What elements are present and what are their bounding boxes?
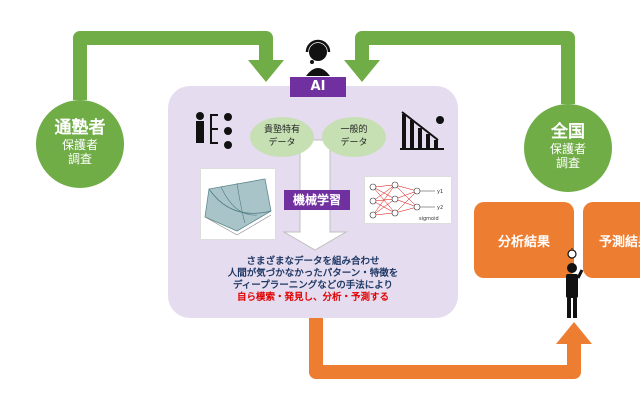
neural-network-image: y1 y2 sigmoid	[364, 176, 452, 224]
prediction-result-box: 予測結果	[583, 202, 640, 278]
description-line3: ディープラーニングなどの手法により	[232, 280, 394, 291]
right-circle-line1: 保護者	[549, 142, 586, 156]
nn-label-y1: y1	[437, 189, 443, 195]
org-chart-icon	[196, 112, 232, 149]
left-circle-title: 通塾者	[54, 118, 106, 138]
right-circle-line2: 調査	[555, 156, 580, 170]
person-lightbulb-icon	[566, 248, 584, 318]
description-text: さまざまなデータを組み合わせ 人間が気づかなかったパターン・特徴を ディープラー…	[175, 256, 451, 304]
declining-chart-icon	[400, 111, 444, 150]
specific-data-line2: データ	[268, 138, 296, 148]
description-line1: さまざまなデータを組み合わせ	[246, 256, 380, 267]
specific-data-pill: 貴塾特有 データ	[250, 117, 314, 157]
orange-arrow	[309, 318, 581, 379]
parent-survey-circle-left: 通塾者 保護者 調査	[36, 100, 124, 188]
green-arrowhead-left	[248, 60, 284, 82]
description-line2: 人間が気づかなかったパターン・特徴を	[227, 268, 399, 279]
specific-data-line1: 貴塾特有	[263, 125, 300, 135]
left-circle-line2: 調査	[67, 152, 92, 166]
green-arrowhead-right	[344, 60, 380, 82]
green-arrow-right	[355, 31, 575, 104]
nn-label-sigmoid: sigmoid	[419, 216, 439, 222]
orange-arrowhead	[556, 322, 592, 344]
national-survey-circle-right: 全国 保護者 調査	[524, 104, 612, 192]
analysis-result-box: 分析結果	[474, 202, 574, 278]
machine-learning-label: 機械学習	[284, 190, 350, 210]
general-data-line1: 一般的	[340, 125, 368, 135]
description-line4: 自ら模索・発見し、分析・予測する	[236, 292, 389, 303]
left-circle-line1: 保護者	[61, 138, 98, 152]
general-data-pill: 一般的 データ	[322, 117, 386, 157]
green-arrow-left	[73, 31, 273, 100]
nn-label-y2: y2	[437, 205, 443, 211]
surface-plot-image	[200, 168, 276, 240]
operator-icon	[305, 39, 331, 76]
right-circle-title: 全国	[551, 122, 585, 142]
ai-label: AI	[290, 77, 346, 97]
general-data-line2: データ	[340, 138, 368, 148]
